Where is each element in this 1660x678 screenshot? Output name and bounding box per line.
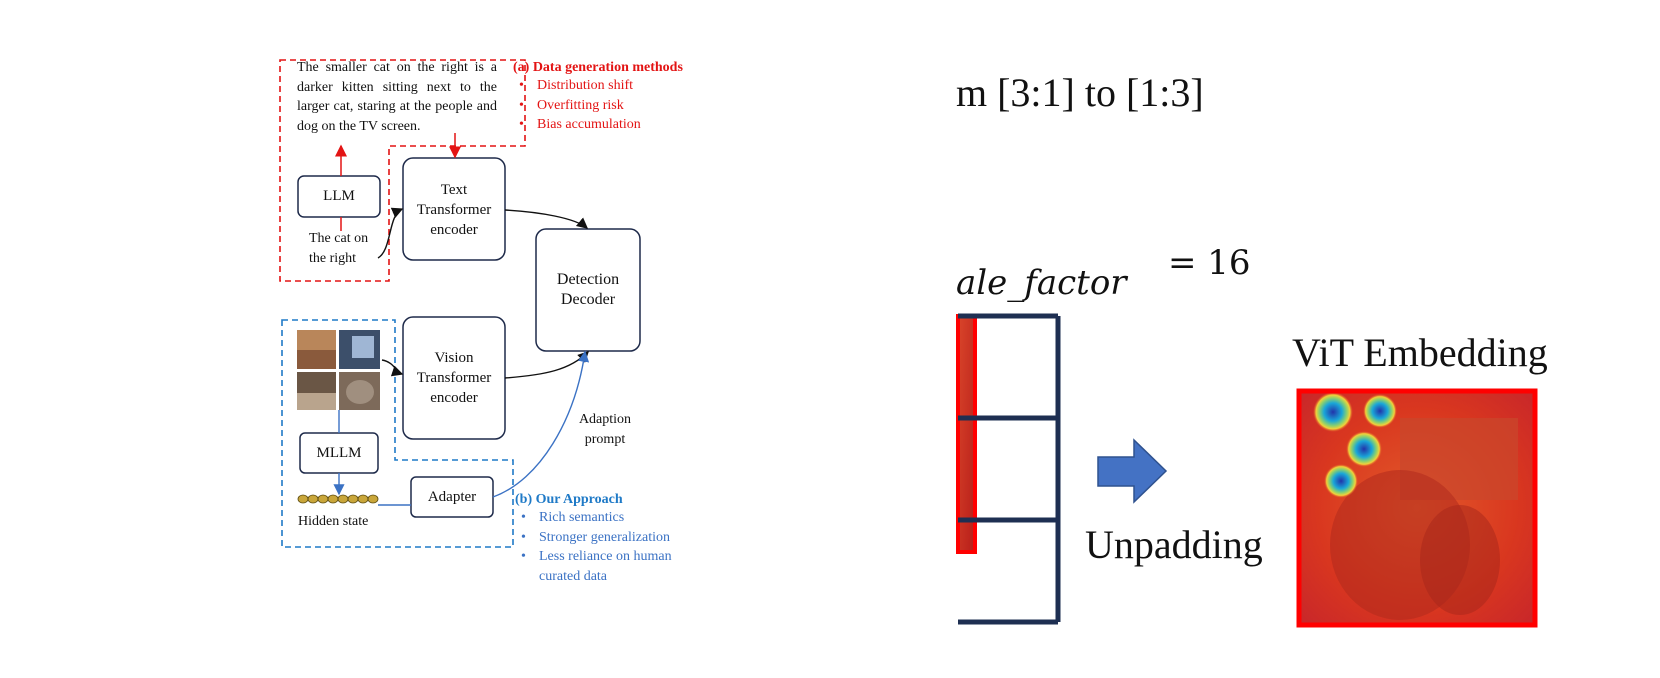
- adapter-label: Adapter: [427, 489, 477, 505]
- formula-rhs: = 16: [1168, 243, 1251, 283]
- list-item: Stronger generalization: [515, 528, 715, 548]
- generated-caption-text: The smaller cat on the right is a darker…: [297, 60, 497, 134]
- arrow-prompt-to-text-encoder: [377, 207, 404, 259]
- llm-label: LLM: [323, 188, 355, 204]
- red-dashed-region: [279, 59, 526, 282]
- section-a: (a) Data generation methods Distribution…: [513, 60, 713, 135]
- blue-arrow-adapter-to-decoder: [492, 350, 590, 498]
- vit-embedding-heatmap: [1296, 388, 1538, 628]
- section-a-list: Distribution shift Overfitting risk Bias…: [513, 76, 713, 135]
- vision-encoder-label: Vision Transformer encoder: [416, 350, 492, 406]
- text-encoder-label: Text Transformer encoder: [416, 182, 492, 238]
- formula-lhs: ale_factor: [956, 263, 1127, 303]
- unpadding-arrow-icon: [1097, 438, 1168, 504]
- list-item: Rich semantics: [515, 508, 715, 528]
- prompt-input-label: The cat on the right: [309, 231, 369, 266]
- mllm-label: MLLM: [316, 445, 362, 461]
- arrow-image-to-vision-encoder: [381, 359, 404, 377]
- input-image-grid: [297, 330, 380, 410]
- hidden-state-label: Hidden state: [298, 514, 369, 529]
- hidden-state-tokens: [297, 494, 379, 504]
- blue-dashed-region: [281, 319, 514, 548]
- list-item: Overfitting risk: [513, 96, 713, 116]
- detection-decoder-label: Detection Decoder: [556, 271, 620, 308]
- red-patch-strip: [958, 316, 974, 552]
- ratio-text: m [3:1] to [1:3]: [956, 70, 1204, 115]
- arrow-vision-encoder-to-decoder: [504, 351, 589, 379]
- section-b: (b) Our Approach Rich semantics Stronger…: [515, 492, 715, 586]
- section-b-title: (b) Our Approach: [515, 492, 623, 507]
- list-item: Bias accumulation: [513, 115, 713, 135]
- unpadding-label: Unpadding: [1085, 522, 1263, 567]
- vit-embedding-title: ViT Embedding: [1292, 330, 1548, 375]
- patch-grid: [958, 313, 1061, 625]
- section-b-list: Rich semantics Stronger generalization L…: [515, 508, 715, 586]
- arrow-text-encoder-to-decoder: [504, 209, 589, 229]
- llm-box: [297, 175, 381, 218]
- adaption-prompt-label: Adaption prompt: [578, 412, 632, 447]
- list-item: Less reliance on human curated data: [515, 547, 715, 586]
- list-item: Distribution shift: [513, 76, 713, 96]
- section-a-title: (a) Data generation methods: [513, 60, 683, 75]
